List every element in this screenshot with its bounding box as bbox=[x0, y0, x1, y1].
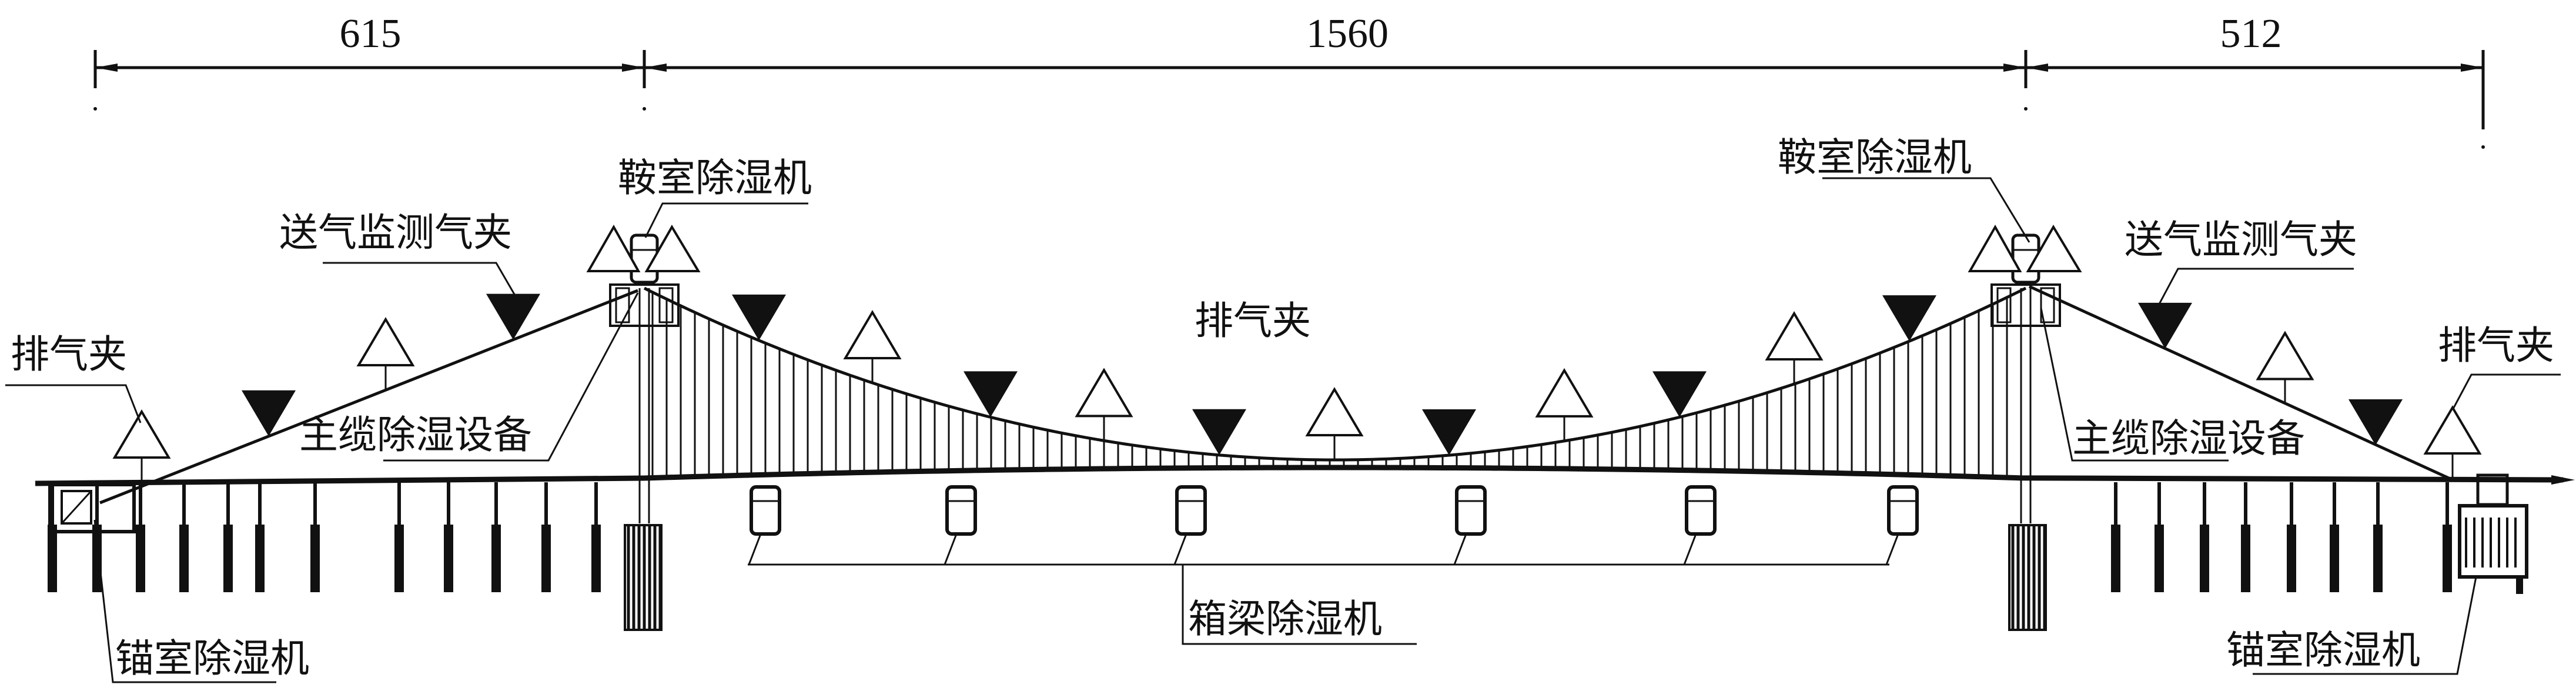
label-exhaust-clamp-center: 排气夹 bbox=[1195, 298, 1311, 343]
supply-monitor-clamp-icon bbox=[1652, 371, 1707, 418]
saddle-chamber bbox=[609, 283, 680, 327]
exhaust-clamp-icon bbox=[1535, 368, 1594, 418]
label-box-girder-dehumidifier: 箱梁除湿机 bbox=[1188, 596, 1382, 642]
deck-arrow bbox=[2551, 475, 2575, 485]
dehumidifier-connector bbox=[1885, 533, 1899, 565]
label-saddle-dehumidifier-left: 鞍室除湿机 bbox=[618, 155, 812, 201]
box-girder-dehumidifier-icon bbox=[945, 485, 977, 536]
side-cable-right bbox=[2028, 285, 2453, 481]
dimension-right-span: 512 bbox=[2220, 11, 2282, 56]
pier-pile bbox=[541, 525, 551, 592]
box-girder-dehumidifier-icon bbox=[1887, 485, 1919, 536]
exhaust-clamp-icon bbox=[112, 409, 171, 459]
supply-monitor-clamp-icon bbox=[1192, 409, 1246, 455]
exhaust-clamp-icon bbox=[2423, 405, 2482, 455]
supply-monitor-clamp-icon bbox=[486, 293, 540, 340]
dimension-main-span: 1560 bbox=[1306, 11, 1389, 56]
pier-pile bbox=[136, 525, 145, 592]
dimension-left-span: 615 bbox=[340, 11, 402, 56]
supply-monitor-clamp-icon bbox=[1422, 409, 1476, 456]
supply-monitor-clamp-icon bbox=[732, 294, 786, 341]
pier-pile bbox=[310, 525, 320, 592]
label-cable-equipment-right: 主缆除湿设备 bbox=[2072, 416, 2305, 461]
label-supply-clamp-right: 送气监测气夹 bbox=[2125, 217, 2357, 262]
tower-foundation bbox=[2008, 524, 2047, 631]
label-exhaust-clamp-left: 排气夹 bbox=[11, 332, 127, 377]
pier-pile bbox=[48, 525, 57, 592]
box-girder-dehumidifier-icon bbox=[1175, 485, 1207, 536]
pier-pile bbox=[92, 525, 102, 592]
pier-pile bbox=[491, 525, 501, 592]
pier-pile bbox=[2111, 525, 2120, 592]
pier-pile bbox=[2155, 525, 2164, 592]
dehumidifier-connector bbox=[1173, 533, 1187, 565]
box-girder-dehumidifier-icon bbox=[1455, 485, 1487, 536]
pier-pile bbox=[2287, 525, 2296, 592]
supply-monitor-clamp-icon bbox=[2348, 399, 2403, 446]
dehumidifier-connector bbox=[1683, 533, 1697, 565]
pier-pile bbox=[2200, 525, 2209, 592]
pier-pile bbox=[2241, 525, 2250, 592]
supply-monitor-clamp-icon bbox=[242, 390, 296, 436]
exhaust-clamp-icon bbox=[586, 224, 641, 272]
dehumidifier-connector bbox=[944, 533, 958, 565]
dehumidifier-connector bbox=[748, 533, 762, 565]
label-saddle-dehumidifier-right: 鞍室除湿机 bbox=[1778, 135, 1972, 180]
exhaust-clamp-icon bbox=[1765, 311, 1824, 360]
tower-foundation bbox=[624, 524, 663, 631]
box-girder-dehumidifier-icon bbox=[1685, 485, 1717, 536]
exhaust-clamp-icon bbox=[356, 317, 415, 366]
pier-pile bbox=[2373, 525, 2383, 592]
leader-lines bbox=[5, 177, 2561, 683]
exhaust-clamp-icon bbox=[1968, 224, 2022, 272]
dehumidifier-connector bbox=[1453, 533, 1467, 565]
pier-pile bbox=[394, 525, 404, 592]
exhaust-clamp-icon bbox=[1075, 368, 1133, 418]
saddle-detail bbox=[658, 287, 674, 323]
anchor-dehumidifier-icon bbox=[2476, 473, 2509, 506]
pier-pile bbox=[2443, 525, 2452, 592]
saddle-detail bbox=[2040, 287, 2055, 323]
anchorage-block bbox=[48, 483, 136, 533]
anchor-dehumidifier-icon bbox=[61, 490, 92, 525]
pier-pile bbox=[223, 525, 233, 592]
side-cable-left bbox=[99, 289, 638, 505]
label-anchor-dehumidifier-right: 锚室除湿机 bbox=[2226, 627, 2420, 673]
clamps bbox=[112, 224, 2482, 482]
supply-monitor-clamp-icon bbox=[1882, 295, 1936, 342]
supply-monitor-clamp-icon bbox=[2138, 302, 2192, 349]
label-supply-clamp-left: 送气监测气夹 bbox=[279, 210, 512, 255]
pier-pile bbox=[2330, 525, 2339, 592]
anchorage-left bbox=[48, 483, 136, 533]
exhaust-clamp-icon bbox=[2256, 331, 2314, 380]
anchorage-right bbox=[2458, 473, 2528, 594]
exhaust-clamp-icon bbox=[843, 310, 902, 360]
anchor-detail bbox=[61, 490, 92, 525]
box-girder-dehumidifier-icon bbox=[750, 485, 781, 536]
dimension-line bbox=[93, 50, 2485, 149]
exhaust-clamp-icon bbox=[1305, 387, 1364, 436]
pier-pile bbox=[444, 525, 453, 592]
pier-pile bbox=[591, 525, 601, 592]
exhaust-clamp-icon bbox=[644, 225, 701, 272]
saddle-chamber bbox=[1990, 283, 2061, 327]
supply-monitor-clamp-icon bbox=[964, 371, 1018, 418]
label-exhaust-clamp-right: 排气夹 bbox=[2438, 323, 2554, 368]
bridge-structure bbox=[35, 233, 2575, 631]
pier-pile bbox=[255, 525, 265, 592]
exhaust-clamp-icon bbox=[2026, 225, 2082, 272]
hangers bbox=[651, 290, 2022, 478]
saddle-detail bbox=[1996, 287, 2012, 323]
bridge-deck bbox=[35, 465, 2564, 486]
label-anchor-dehumidifier-left: 锚室除湿机 bbox=[115, 636, 309, 681]
pier-pile bbox=[179, 525, 189, 592]
label-cable-equipment-left: 主缆除湿设备 bbox=[299, 412, 532, 458]
